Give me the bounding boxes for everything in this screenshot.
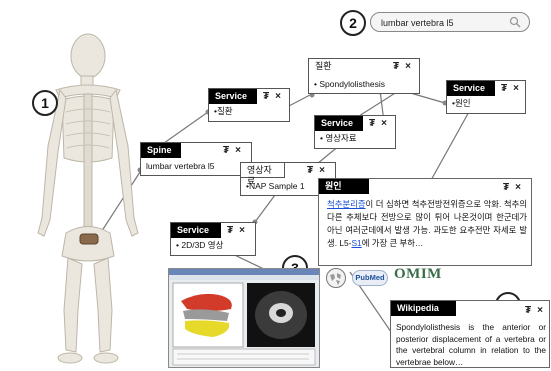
image-data-card-body: •NAP Sample 1 <box>246 181 305 191</box>
spine-card-body: lumbar vertebra l5 <box>146 161 215 171</box>
step-badge-1: 1 <box>32 90 58 116</box>
service-disease-card-title: Service <box>209 89 257 104</box>
search-box[interactable] <box>370 12 530 32</box>
close-icon[interactable]: × <box>275 91 281 102</box>
close-icon[interactable]: × <box>405 61 411 72</box>
close-icon[interactable]: × <box>235 145 241 156</box>
cause-panel[interactable]: 원인 ₮ × 척추분리증이 더 심하면 척추전방전위증으로 악화. 척추의 다른 … <box>318 178 532 266</box>
search-icon[interactable] <box>509 16 521 28</box>
viewer-content <box>169 269 319 367</box>
search-input[interactable] <box>381 15 506 30</box>
spine-card[interactable]: Spine ₮ × lumbar vertebra l5 <box>140 142 252 176</box>
close-icon[interactable]: × <box>513 83 519 94</box>
disease-card[interactable]: 질환 ₮ × • Spondylolisthesis <box>308 58 420 94</box>
pin-icon[interactable]: ₮ <box>223 145 229 156</box>
omim-logo[interactable]: OMIM <box>394 266 442 283</box>
wikipedia-panel-title: Wikipedia <box>391 301 456 316</box>
wikipedia-globe-icon[interactable] <box>325 267 347 289</box>
spine-card-title: Spine <box>141 143 181 158</box>
close-icon[interactable]: × <box>515 182 521 193</box>
cause-panel-text: 척추분리증이 더 심하면 척추전방전위증으로 악화. 척추의 다른 추체보다 전… <box>327 198 527 250</box>
service-2d3d-card[interactable]: Service ₮ × • 2D/3D 영상 <box>170 222 256 256</box>
pin-icon[interactable]: ₮ <box>503 182 509 193</box>
pin-icon[interactable]: ₮ <box>393 61 399 72</box>
disease-card-body: • Spondylolisthesis <box>314 79 385 89</box>
skeleton-illustration <box>10 28 140 368</box>
pin-icon[interactable]: ₮ <box>227 225 233 236</box>
link-s1[interactable]: S1 <box>351 238 361 248</box>
service-image-card[interactable]: Service ₮ × • 영상자료 <box>314 115 396 149</box>
pin-icon[interactable]: ₮ <box>307 165 313 176</box>
disease-card-title: 질환 <box>309 59 343 74</box>
link-spondylolysis[interactable]: 척추분리증 <box>327 199 366 209</box>
pin-icon[interactable]: ₮ <box>501 83 507 94</box>
pin-icon[interactable]: ₮ <box>263 91 269 102</box>
image-data-card-title: 영상자료 <box>241 163 285 178</box>
lumbar-l5-marker[interactable] <box>80 234 98 244</box>
wikipedia-panel[interactable]: Wikipedia ₮ × Spondylolisthesis is the an… <box>390 300 550 368</box>
service-cause-card-body: •원인 <box>452 97 471 109</box>
service-disease-card-body: •질환 <box>214 105 233 117</box>
wikipedia-panel-text: Spondylolisthesis is the anterior or pos… <box>396 322 546 368</box>
service-cause-card[interactable]: Service ₮ × •원인 <box>446 80 526 114</box>
service-2d3d-card-body: • 2D/3D 영상 <box>176 239 223 251</box>
pin-icon[interactable]: ₮ <box>369 118 375 129</box>
service-image-card-title: Service <box>315 116 363 131</box>
pin-icon[interactable]: ₮ <box>525 305 531 316</box>
service-disease-card[interactable]: Service ₮ × •질환 <box>208 88 290 122</box>
close-icon[interactable]: × <box>381 118 387 129</box>
pubmed-logo[interactable]: PubMed <box>352 270 388 286</box>
close-icon[interactable]: × <box>239 225 245 236</box>
close-icon[interactable]: × <box>319 165 325 176</box>
service-cause-card-title: Service <box>447 81 495 96</box>
close-icon[interactable]: × <box>537 305 543 316</box>
step-badge-2: 2 <box>340 10 366 36</box>
service-2d3d-card-title: Service <box>171 223 221 238</box>
cause-panel-title: 원인 <box>319 179 369 194</box>
image-viewer-screenshot[interactable] <box>168 268 320 368</box>
service-image-card-body: • 영상자료 <box>320 132 357 144</box>
